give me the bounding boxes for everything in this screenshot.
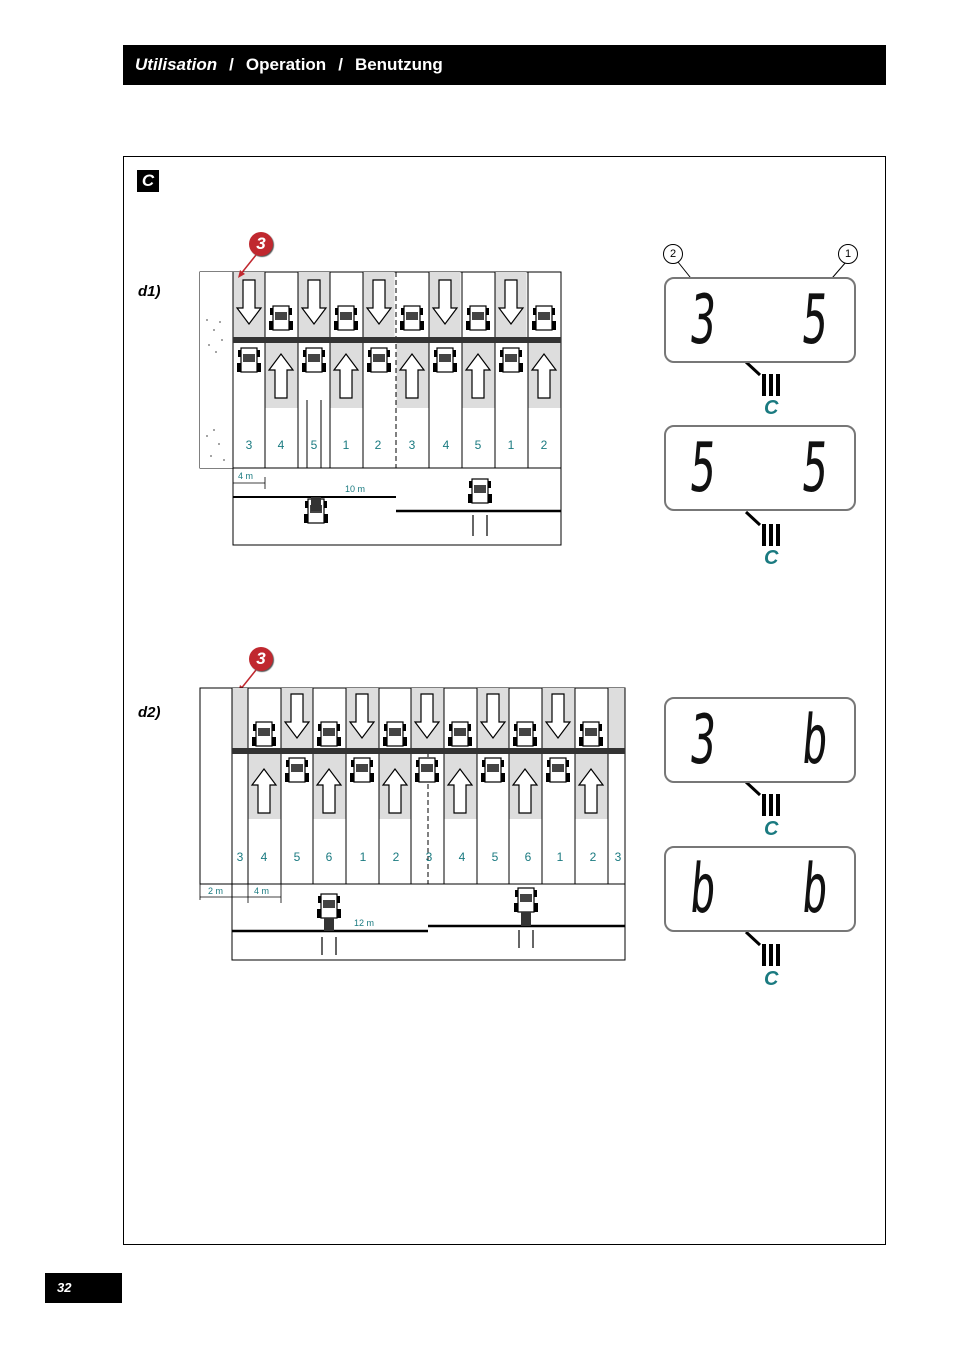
header-separator: /: [229, 55, 234, 74]
lane-number: 4: [260, 850, 268, 864]
lane-number: 4: [277, 438, 285, 452]
lane-number: 1: [359, 850, 367, 864]
lcd-display: 5 5: [664, 425, 856, 511]
lcd-left-digit: 3: [686, 701, 720, 780]
callout-1: 1: [838, 244, 858, 264]
lcd-left-digit: b: [686, 850, 720, 929]
header-utilisation: Utilisation: [135, 55, 218, 74]
lane-number: 1: [556, 850, 564, 864]
lcd-display: 3 5: [664, 277, 856, 363]
lcd-display: b b: [664, 846, 856, 932]
lane-number: 4: [442, 438, 450, 452]
measure-4m: 4 m: [254, 886, 270, 896]
lane-number: 1: [507, 438, 515, 452]
lcd-left-digit: 5: [686, 429, 720, 508]
lane-number: 5: [491, 850, 499, 864]
lane-number: 1: [342, 438, 350, 452]
lane-number: 3: [614, 850, 622, 864]
lane-number: 2: [589, 850, 597, 864]
lane-number: 3: [425, 850, 433, 864]
measure-10m: 10 m: [345, 484, 366, 494]
d1-field: [199, 271, 562, 546]
measure-4m: 4 m: [238, 471, 254, 481]
lane-number: 3: [245, 438, 253, 452]
callout-2: 2: [663, 244, 683, 264]
tramline-letter: C: [764, 968, 779, 990]
header-separator: /: [338, 55, 343, 74]
tramline-letter: C: [764, 547, 779, 569]
lane-number: 4: [458, 850, 466, 864]
lane-number: 3: [408, 438, 416, 452]
lane-number: 6: [325, 850, 333, 864]
header-benutzung: Benutzung: [354, 55, 443, 74]
lane-number: 6: [524, 850, 532, 864]
lane-number: 5: [474, 438, 482, 452]
lcd-right-digit: 5: [798, 281, 832, 360]
header-operation: Operation: [245, 55, 327, 74]
section-letter: C: [137, 170, 159, 192]
tramline-letter: C: [764, 818, 779, 840]
measure-12m: 12 m: [354, 918, 375, 928]
tramline-letter: C: [764, 397, 779, 419]
lane-number: 2: [392, 850, 400, 864]
lane-number: 5: [310, 438, 318, 452]
measure-2m: 2 m: [208, 886, 224, 896]
figure-frame: [123, 156, 886, 1245]
lane-number: 2: [540, 438, 548, 452]
lane-number: 3: [236, 850, 244, 864]
marker-3: 3: [249, 647, 273, 671]
lcd-left-digit: 3: [686, 281, 720, 360]
lcd-right-digit: b: [798, 850, 832, 929]
lcd-display: 3 b: [664, 697, 856, 783]
d2-label: d2): [138, 704, 161, 721]
lcd-right-digit: 5: [798, 429, 832, 508]
d2-field: [199, 687, 626, 961]
lane-number: 2: [374, 438, 382, 452]
page-header: Utilisation / Operation / Benutzung: [123, 45, 886, 85]
page-number: 32: [45, 1273, 122, 1303]
marker-3: 3: [249, 232, 273, 256]
d1-label: d1): [138, 283, 161, 300]
lcd-right-digit: b: [798, 701, 832, 780]
lane-number: 5: [293, 850, 301, 864]
